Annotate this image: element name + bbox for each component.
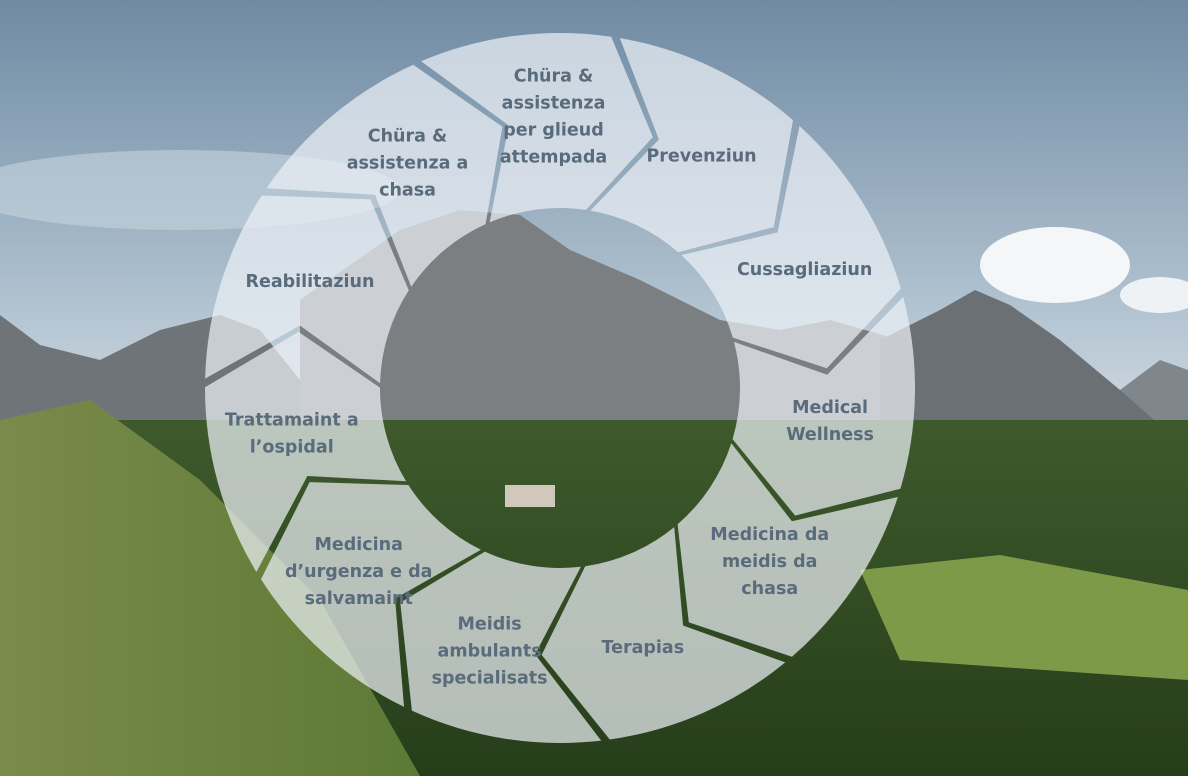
grass-foreground <box>0 400 420 776</box>
segment-label-prevenziun: Prevenziun <box>646 147 756 167</box>
segment-medicina-da-meidis-da-chasa <box>677 443 898 657</box>
segment-reabilitaziun <box>205 195 409 384</box>
segment-label-line: chasa <box>741 579 798 599</box>
segment-label-line: assistenza a <box>347 154 469 174</box>
segment-meidis-ambulants-specialisats <box>400 551 602 743</box>
segment-label-line: Prevenziun <box>646 147 756 167</box>
segment-label-line: Medicina da <box>710 525 829 545</box>
segment-label-line: Reabilitaziun <box>245 272 374 292</box>
segment-label-line: meidis da <box>722 552 817 572</box>
segment-label-trattamaint-a-lospidal: Trattamaint a l’ospidal <box>225 411 359 458</box>
segment-label-line: chasa <box>379 181 436 201</box>
segment-label-meidis-ambulants-specialisats: Meidis ambulants specialisats <box>432 615 548 689</box>
segment-label-line: per glieud <box>503 121 604 141</box>
segment-cussagliaziun <box>681 125 901 369</box>
segment-label-terapias: Terapias <box>601 638 684 658</box>
segment-label-line: salvamaint <box>305 589 413 609</box>
segment-label-chura-assistenza-a-chasa: Chüra & assistenza a chasa <box>347 127 469 201</box>
castle <box>505 485 555 507</box>
green-pasture <box>860 555 1188 680</box>
segment-label-line: l’ospidal <box>250 438 334 458</box>
segment-label-cussagliaziun: Cussagliaziun <box>737 260 872 280</box>
segment-label-line: Medicina <box>315 535 403 555</box>
segment-chura-assistenza-per-glieud-attempada <box>421 33 653 223</box>
segment-label-line: Chüra & <box>514 67 594 87</box>
segment-medical-wellness <box>732 297 915 516</box>
segment-label-reabilitaziun: Reabilitaziun <box>245 272 374 292</box>
segment-label-line: ambulants <box>438 642 542 662</box>
segment-label-line: Cussagliaziun <box>737 260 872 280</box>
segment-trattamaint-a-lospidal <box>205 331 407 572</box>
segment-label-chura-assistenza-per-glieud-attempada: Chüra & assistenza per glieud attempada <box>500 67 607 168</box>
segment-label-line: Wellness <box>786 425 874 445</box>
segment-label-line: attempada <box>500 148 607 168</box>
segment-label-line: Medical <box>792 398 868 418</box>
segment-label-medicina-durgenza-e-da-salvamaint: Medicina d’urgenza e da salvamaint <box>285 535 433 609</box>
cloud <box>1120 277 1188 313</box>
segment-medicina-durgenza-e-da-salvamaint <box>260 482 481 707</box>
segment-label-medicina-da-meidis-da-chasa: Medicina da meidis da chasa <box>710 525 829 599</box>
segment-terapias <box>541 527 786 740</box>
segment-prevenziun <box>590 38 794 253</box>
segment-chura-assistenza-a-chasa <box>266 64 503 287</box>
segment-label-line: Trattamaint a <box>225 411 359 431</box>
segment-label-line: Terapias <box>601 638 684 658</box>
segment-label-line: specialisats <box>432 669 548 689</box>
segment-label-line: Chüra & <box>368 127 448 147</box>
cloud <box>980 227 1130 303</box>
segment-label-line: Meidis <box>457 615 521 635</box>
segment-label-line: assistenza <box>502 94 606 114</box>
segment-label-line: d’urgenza e da <box>285 562 433 582</box>
